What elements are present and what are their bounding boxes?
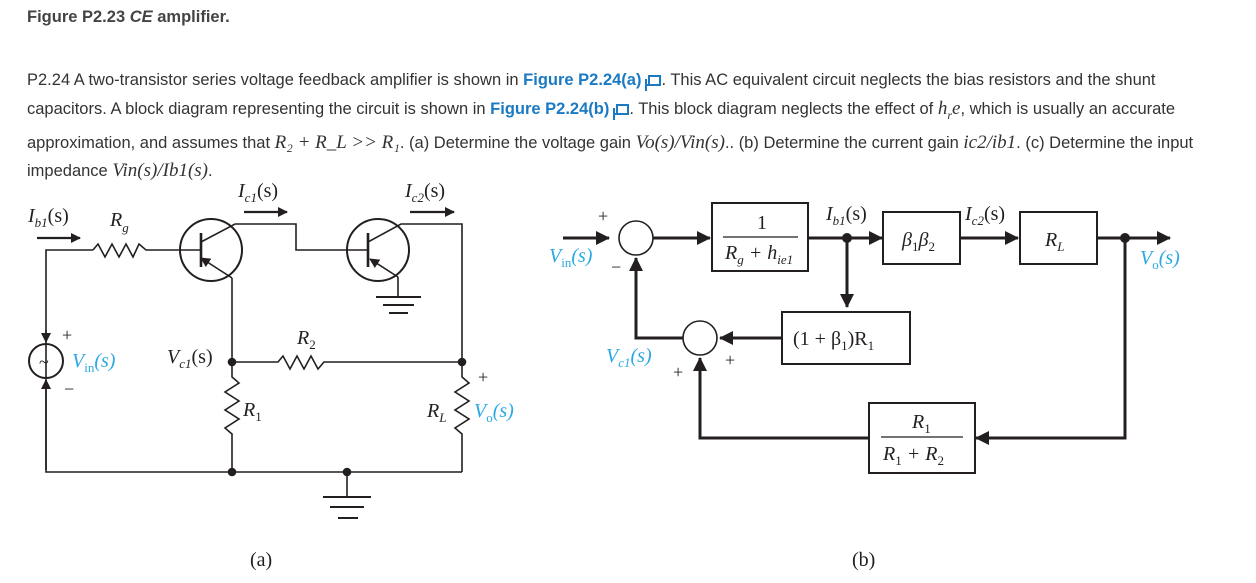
figure-title: Figure P2.23 CE amplifier. bbox=[27, 8, 230, 27]
summing-junction-2 bbox=[682, 320, 718, 356]
vo-plus: + bbox=[478, 367, 488, 387]
q1-emitter bbox=[200, 257, 230, 277]
block-beta-label: β1β2 bbox=[901, 229, 935, 254]
vin-plus: + bbox=[62, 325, 72, 345]
q2-emitter bbox=[369, 258, 399, 278]
problem-text-8: . bbox=[208, 162, 213, 181]
block-input-den: Rg + hie1 bbox=[724, 242, 793, 267]
problem-text-1: P2.24 A two-transistor series voltage fe… bbox=[27, 71, 524, 89]
label-rl: RL bbox=[426, 400, 446, 425]
signal-ic2: Ic2(s) bbox=[964, 203, 1005, 228]
voltage-gain-math: Vo(s)/Vin(s) bbox=[635, 131, 725, 153]
problem-text-2: . This AC equivalent circuit neglects th… bbox=[27, 71, 1156, 118]
resistor-r2 bbox=[232, 354, 462, 371]
external-link-icon[interactable] bbox=[613, 103, 630, 115]
problem-text-7: . (c) Determine the input impedance bbox=[27, 133, 1194, 181]
problem-text-6: .. (b) Determine the current gain bbox=[724, 133, 964, 152]
hre-math: hre bbox=[937, 97, 961, 122]
block-input-num: 1 bbox=[757, 212, 767, 234]
current-gain-math: ic2/ib1 bbox=[963, 131, 1017, 153]
block-feedback-1-label: (1 + β1)R1 bbox=[793, 328, 874, 353]
external-link-icon[interactable] bbox=[645, 75, 662, 86]
circuit-a-labels: Ib1(s) Rg Ic1(s) Ic2(s) R2 R1 RL Vc1(s) … bbox=[27, 180, 514, 571]
label-r2: R2 bbox=[296, 327, 316, 352]
caption-b: (b) bbox=[852, 549, 875, 571]
ac-source-icon bbox=[28, 343, 64, 379]
assumption-math: R₂ + R_L >> R₁ bbox=[274, 131, 400, 153]
block-diagram-b bbox=[563, 202, 1171, 474]
sum1-plus: + bbox=[598, 206, 608, 226]
signal-vo: Vo(s) bbox=[1140, 247, 1180, 272]
vin-minus: − bbox=[64, 379, 74, 399]
summing-junction-1 bbox=[618, 220, 654, 256]
circuit-a bbox=[28, 207, 471, 519]
label-ic2: Ic2(s) bbox=[404, 180, 445, 205]
problem-text-4: , which is usually an accurate approxima… bbox=[27, 99, 1176, 152]
impedance-math: Vin(s)/Ib1(s) bbox=[112, 160, 208, 182]
signal-vin: Vin(s) bbox=[549, 245, 593, 270]
block-feedback-2-den: R1 + R2 bbox=[882, 443, 944, 468]
caption-a: (a) bbox=[250, 549, 272, 571]
sum1-minus: − bbox=[611, 257, 621, 277]
label-vin: Vin(s) bbox=[72, 350, 116, 375]
sum2-plus-bottom: + bbox=[673, 362, 683, 382]
label-vc1: Vc1(s) bbox=[167, 346, 213, 371]
block-rl-label: RL bbox=[1044, 229, 1064, 254]
figure-title-prefix: Figure P2.23 bbox=[27, 8, 130, 26]
label-vo: Vo(s) bbox=[474, 400, 514, 425]
figure-link-a[interactable]: Figure P2.24(a) bbox=[523, 71, 642, 89]
tilde-icon: ~ bbox=[39, 352, 49, 372]
transistor-q2 bbox=[346, 218, 410, 282]
signal-ib1: Ib1(s) bbox=[825, 203, 867, 228]
block-rl bbox=[1019, 211, 1098, 265]
figure-link-b[interactable]: Figure P2.24(b) bbox=[490, 99, 610, 118]
resistor-rg bbox=[92, 242, 181, 259]
figure-title-italic: CE bbox=[129, 8, 153, 26]
resistor-r1 bbox=[223, 362, 241, 472]
signal-vc1: Vc1(s) bbox=[606, 345, 652, 370]
resistor-rl bbox=[453, 362, 471, 472]
q1-collector-wire bbox=[200, 223, 348, 251]
problem-text-3: . This block diagram neglects the effect… bbox=[629, 99, 938, 118]
sum2-plus-right: + bbox=[725, 350, 735, 370]
block-diagram-labels: 1 Rg + hie1 β1β2 RL (1 + β1)R1 R1 R1 + R… bbox=[549, 203, 1180, 571]
q2-collector-wire bbox=[367, 223, 463, 362]
problem-text-5: . (a) Determine the voltage gain bbox=[399, 133, 636, 152]
label-ib1: Ib1(s) bbox=[27, 205, 69, 230]
label-rg: Rg bbox=[109, 209, 129, 235]
transistor-q1 bbox=[179, 218, 243, 282]
label-r1: R1 bbox=[242, 399, 262, 424]
problem-text: P2.24 A two-transistor series voltage fe… bbox=[27, 66, 1237, 186]
label-ic1: Ic1(s) bbox=[237, 180, 278, 205]
wire-bottom bbox=[45, 392, 462, 473]
figure-title-suffix: amplifier. bbox=[152, 8, 230, 26]
block-feedback-2-num: R1 bbox=[911, 411, 931, 436]
